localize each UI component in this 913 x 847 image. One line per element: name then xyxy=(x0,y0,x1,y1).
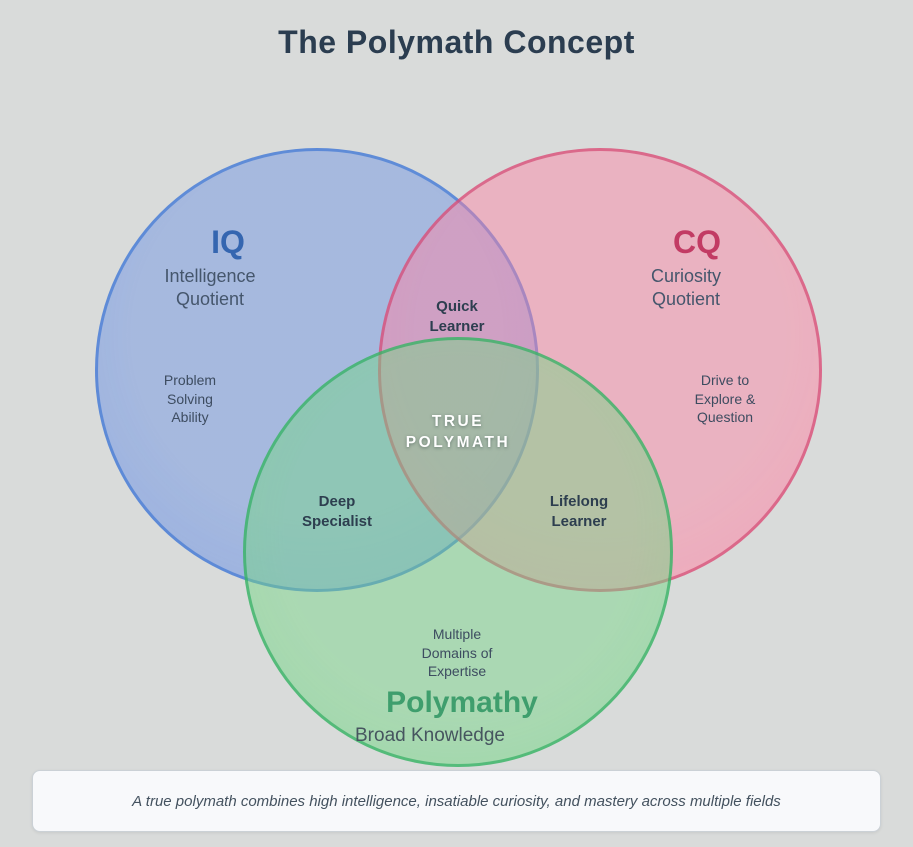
polymathy-subtitle: Broad Knowledge xyxy=(355,725,505,746)
intersection-iq-polymathy-label: Deep Specialist xyxy=(301,493,373,530)
cq-detail: Drive to Explore & Question xyxy=(694,372,756,425)
iq-label: IQ xyxy=(211,224,245,260)
iq-subtitle: Intelligence Quotient xyxy=(164,266,256,309)
cq-subtitle: Curiosity Quotient xyxy=(650,266,722,309)
polymathy-circle xyxy=(243,337,673,767)
center-true-polymath-label: TRUE POLYMATH xyxy=(405,413,511,451)
intersection-iq-cq-label: Quick Learner xyxy=(429,298,485,335)
polymathy-detail: Multiple Domains of Expertise xyxy=(421,626,493,679)
polymathy-label: Polymathy xyxy=(386,686,538,719)
intersection-cq-polymathy-label: Lifelong Learner xyxy=(549,493,609,530)
cq-label: CQ xyxy=(673,224,721,260)
iq-detail: Problem Solving Ability xyxy=(163,372,217,425)
caption-box: A true polymath combines high intelligen… xyxy=(32,770,881,832)
caption-text: A true polymath combines high intelligen… xyxy=(132,792,781,810)
page-title: The Polymath Concept xyxy=(278,24,635,60)
